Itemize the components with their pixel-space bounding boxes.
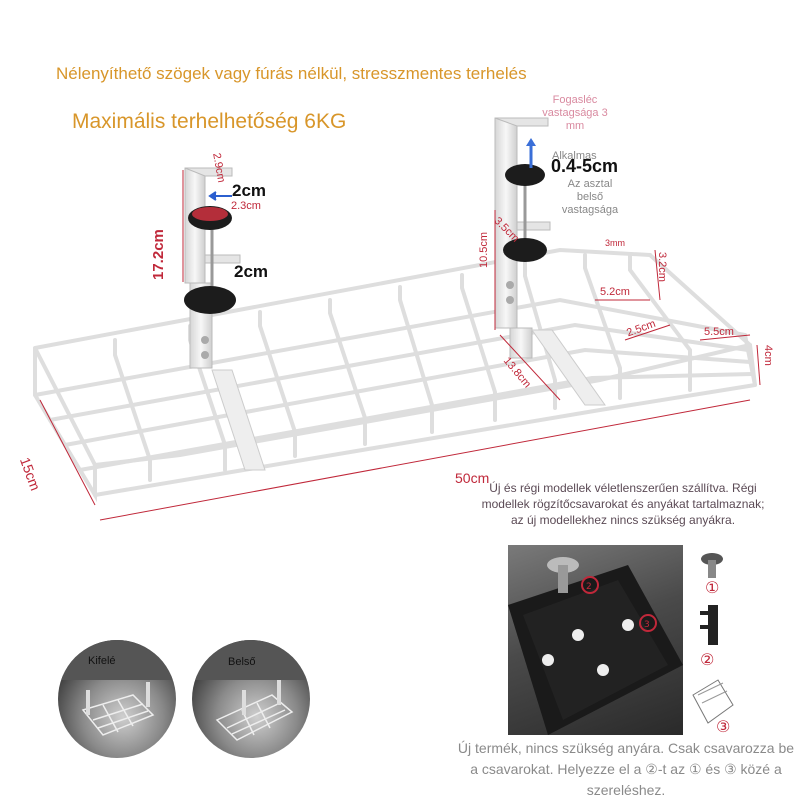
rack-thickness-label: Fogasléc vastagsága 3 mm	[542, 94, 608, 132]
dim-3mm: 3mm	[605, 238, 625, 248]
clamp-height-dimension: 17.2cm	[150, 229, 167, 280]
new-product-note: Új termék, nincs szükség anyára. Csak cs…	[457, 740, 795, 798]
clamp-gap-bottom: 2cm	[234, 262, 269, 281]
suitable-range: 0.4-5cm	[551, 156, 619, 176]
model-note: Új és régi modellek véletlenszerűen szál…	[481, 481, 765, 527]
dim-4: 4cm	[762, 345, 774, 366]
parts-steps: ① ② ③	[688, 545, 736, 736]
clamp-gap-top: 2cm	[232, 181, 267, 200]
svg-text:3: 3	[644, 620, 650, 630]
width-dimension: 50cm	[455, 470, 490, 486]
mount-outward-photo	[58, 640, 176, 758]
dim-2-3: 2.3cm	[231, 200, 261, 212]
desk-thickness-label: Az asztal belső vastagsága	[561, 178, 619, 216]
svg-text:2: 2	[586, 582, 592, 592]
dim-5-5: 5.5cm	[704, 326, 734, 338]
mount-inner-label: Belső	[228, 656, 256, 668]
dim-5-2: 5.2cm	[600, 286, 630, 298]
headline: Nélenyíthető szögek vagy fúrás nélkül, s…	[56, 64, 527, 83]
max-load-title: Maximális terhelhetőség 6KG	[72, 110, 347, 133]
dim-10-5: 10.5cm	[478, 231, 490, 268]
mount-outward-label: Kifelé	[88, 655, 116, 667]
closeup-photo: 2 3	[508, 545, 683, 735]
step-2: ②	[700, 650, 715, 669]
suitable-label: Alkalmas	[552, 150, 597, 162]
step-1: ①	[705, 578, 720, 597]
step-3: ③	[716, 717, 731, 736]
dim-3-2: 3.2cm	[656, 252, 668, 282]
